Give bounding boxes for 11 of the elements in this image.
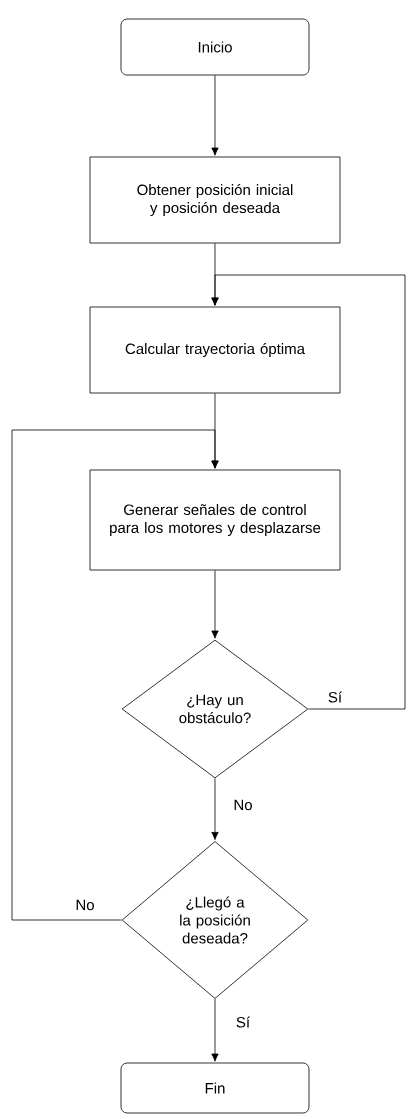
arrow [211, 778, 219, 840]
arrow [211, 570, 219, 639]
arrow [211, 75, 219, 156]
process-box: Obtener posición inicial y posición deseada [89, 156, 341, 244]
arrow [11, 429, 219, 921]
arrow [211, 998, 219, 1062]
process-box: Generar señales de control para los motores y desplazarse [89, 469, 341, 571]
arrow [211, 274, 406, 710]
start-terminal: Inicio [120, 18, 310, 76]
process-box: Calcular trayectoria óptima [89, 306, 341, 394]
end-terminal: Fin [120, 1062, 310, 1114]
